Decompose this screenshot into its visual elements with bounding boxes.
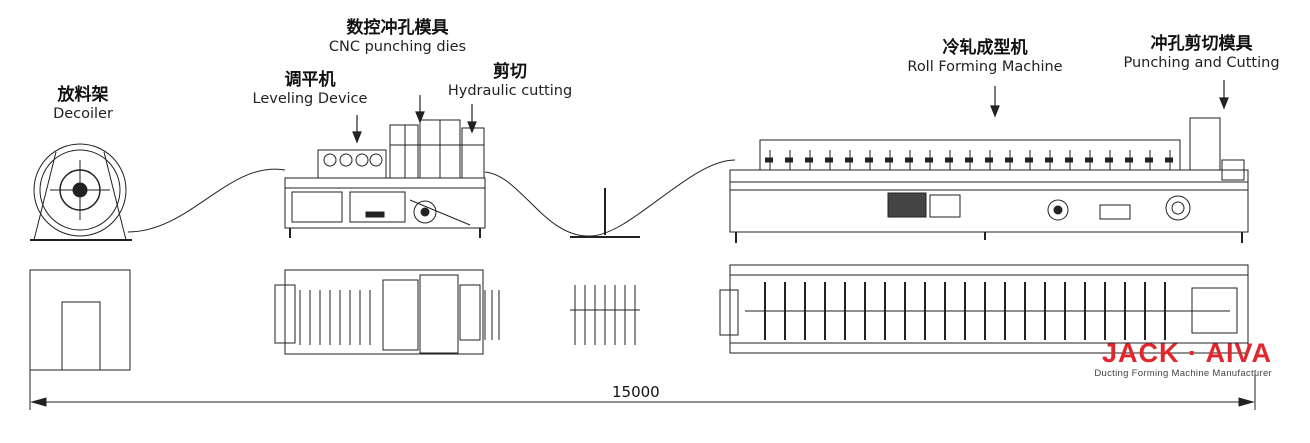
- decoiler-label-cn: 放料架: [57, 85, 109, 105]
- overall-dimension-line: [29, 370, 1256, 410]
- leveling-label-en: Leveling Device: [252, 91, 368, 107]
- roll-forming-machine-plan: [719, 264, 1249, 354]
- hydraulic-label-en: Hydraulic cutting: [447, 83, 573, 99]
- strip-path-1: [127, 168, 286, 233]
- strip-path-2: [484, 159, 736, 237]
- cnc-label: 数控冲孔模具 CNC punching dies: [320, 18, 475, 56]
- overall-length-value: 15000: [612, 383, 660, 401]
- punching-cutting-label-cn: 冲孔剪切模具: [1150, 34, 1253, 54]
- roll-forming-label-en: Roll Forming Machine: [907, 59, 1063, 75]
- support-stand-side: [570, 188, 640, 238]
- decoiler-label-en: Decoiler: [53, 106, 113, 122]
- pointer-arrows: [352, 80, 1229, 144]
- decoiler-label: 放料架 Decoiler: [38, 85, 128, 123]
- support-stand-plan: [570, 285, 640, 345]
- leveling-station-plan: [274, 269, 500, 355]
- hydraulic-label-cn: 剪切: [493, 62, 527, 82]
- leveling-label-cn: 调平机: [284, 70, 336, 90]
- brand-watermark: JACK · AIVA Ducting Forming Machine Manu…: [1094, 338, 1272, 379]
- brand-name: JACK · AIVA: [1101, 338, 1272, 368]
- roll-forming-label: 冷轧成型机 Roll Forming Machine: [895, 38, 1075, 76]
- decoiler-plan-view: [29, 269, 131, 371]
- leveling-label: 调平机 Leveling Device: [240, 70, 380, 108]
- cnc-label-en: CNC punching dies: [328, 39, 467, 55]
- decoiler-side-view: [30, 143, 132, 241]
- roll-forming-label-cn: 冷轧成型机: [942, 38, 1028, 58]
- punching-cutting-label-en: Punching and Cutting: [1123, 55, 1280, 71]
- roll-forming-machine-side: [729, 117, 1249, 243]
- hydraulic-label: 剪切 Hydraulic cutting: [440, 62, 580, 100]
- punching-cutting-label: 冲孔剪切模具 Punching and Cutting: [1114, 34, 1289, 72]
- brand-tagline: Ducting Forming Machine Manufacturer: [1094, 368, 1272, 379]
- leveling-punching-station-side: [284, 119, 486, 238]
- cnc-label-cn: 数控冲孔模具: [346, 18, 449, 38]
